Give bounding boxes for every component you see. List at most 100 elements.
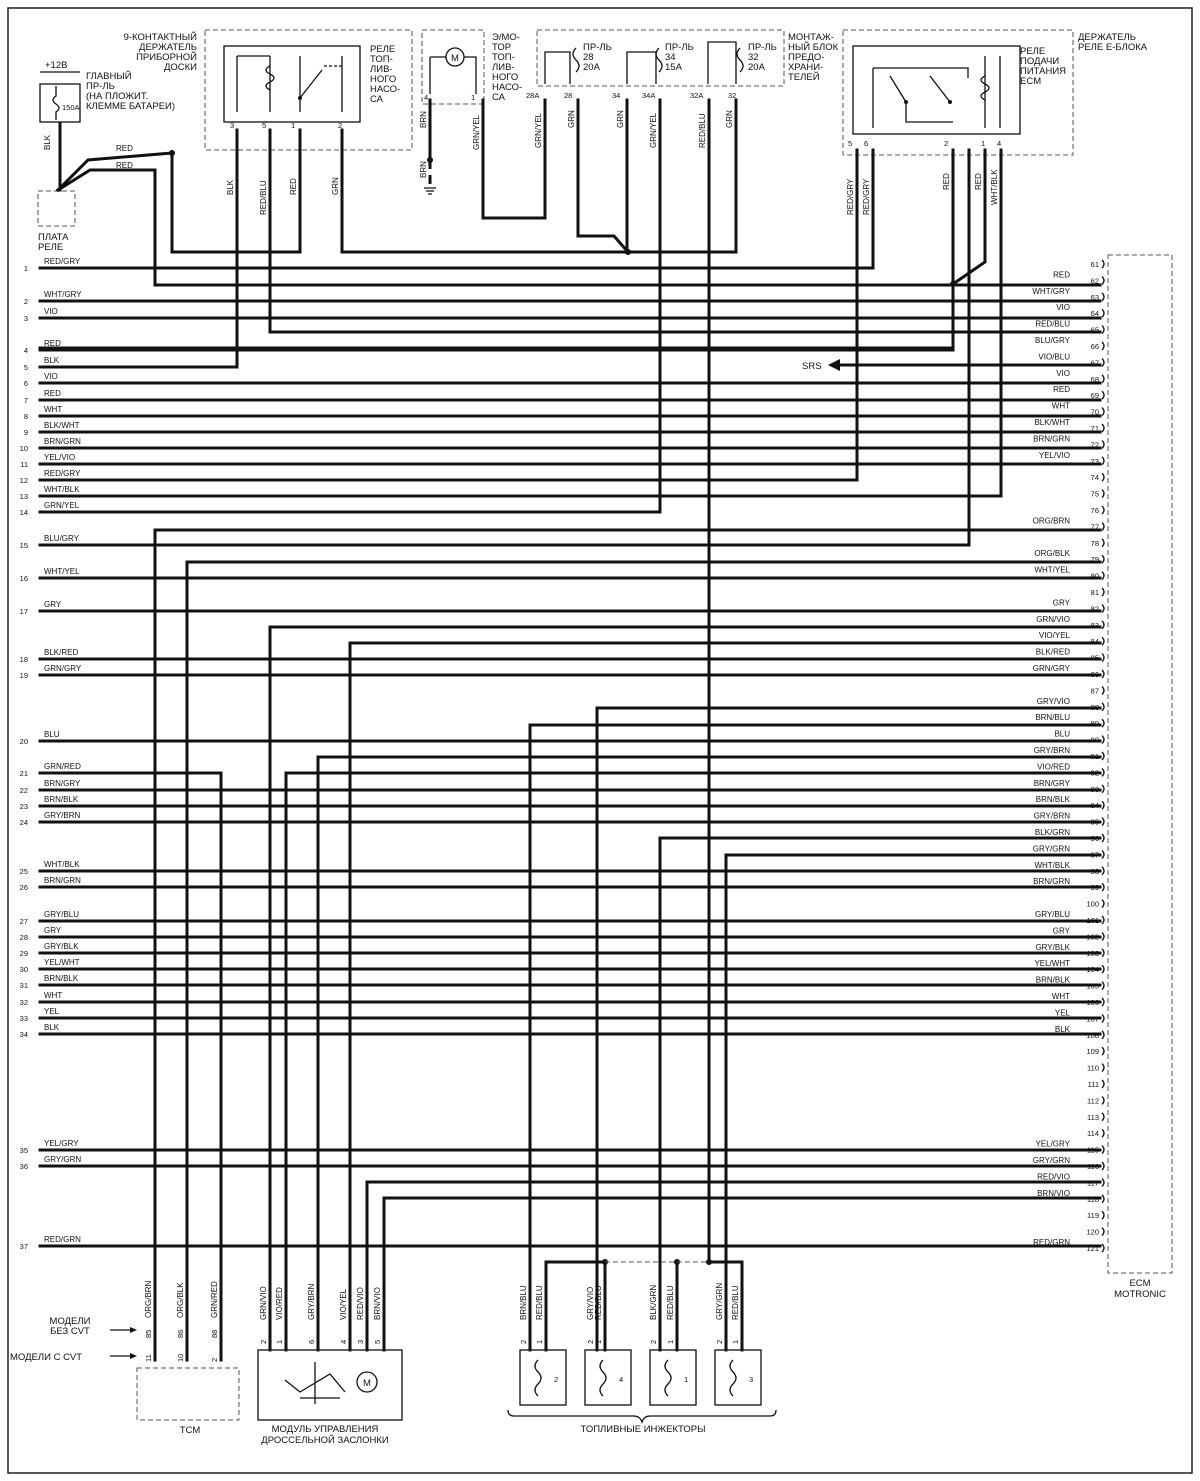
ecm-pin-socket bbox=[1101, 833, 1105, 843]
left-pin-number: 20 bbox=[20, 737, 28, 746]
ecm-pin-number: 93 bbox=[1091, 785, 1099, 794]
left-wire-label: WHT/GRY bbox=[44, 290, 82, 299]
ecm-wire-label: GRY bbox=[1053, 598, 1071, 607]
ecm-wire-label: BLK bbox=[1055, 1025, 1071, 1034]
injector-pin-number: 2 bbox=[519, 1340, 528, 1344]
tcm-pin-11: 11 bbox=[144, 1354, 153, 1362]
ecm-wire-label: WHT/GRY bbox=[1032, 287, 1070, 296]
ecm-pin-socket bbox=[1101, 325, 1105, 335]
left-wire-label: BRN/BLK bbox=[44, 974, 79, 983]
ecm-pin-socket bbox=[1101, 275, 1105, 285]
ecm-pin-number: 88 bbox=[1091, 703, 1099, 712]
left-pin-number: 11 bbox=[20, 460, 28, 469]
ecm-pin-number: 77 bbox=[1091, 522, 1099, 531]
ecm-pin-socket bbox=[1101, 1128, 1105, 1138]
ecm-pin-number: 68 bbox=[1091, 375, 1099, 384]
throttle-pin-number: 1 bbox=[275, 1340, 284, 1344]
left-wire-label: YEL/GRY bbox=[44, 1139, 79, 1148]
ecm-wire-label: GRY/BRN bbox=[1034, 746, 1071, 755]
wire-pump-brn: BRN bbox=[419, 111, 428, 128]
ecm-pin-socket bbox=[1101, 1227, 1105, 1237]
left-wire-label: VIO bbox=[44, 372, 58, 381]
ecm-pin-number: 101 bbox=[1086, 916, 1099, 925]
ecm-wire-label: RED/BLU bbox=[1035, 320, 1070, 329]
relay-pin-2: 2 bbox=[338, 121, 342, 130]
ecm-pin-socket bbox=[1101, 1112, 1105, 1122]
ecm-pin-number: 69 bbox=[1091, 391, 1099, 400]
injector-wire-label: RED/BLU bbox=[666, 1285, 675, 1320]
fuse-pin-28: 28 bbox=[564, 91, 572, 100]
left-pin-number: 26 bbox=[20, 883, 28, 892]
ecm-wire-label: BLU/GRY bbox=[1035, 336, 1071, 345]
ecm-pin-socket bbox=[1101, 603, 1105, 613]
left-pin-number: 14 bbox=[20, 508, 28, 517]
ecm-pin-socket bbox=[1101, 1030, 1105, 1040]
ecm-pin-socket bbox=[1101, 423, 1105, 433]
left-wire-label: GRY/BLU bbox=[44, 910, 79, 919]
throttle-wire-label: RED/VIO bbox=[356, 1287, 365, 1320]
injector-coil bbox=[729, 1359, 737, 1397]
ecm-pin-number: 105 bbox=[1086, 982, 1099, 991]
ecm-pin-socket bbox=[1101, 357, 1105, 367]
left-pin-number: 8 bbox=[24, 412, 28, 421]
ecm-wire-label: GRY/VIO bbox=[1037, 697, 1070, 706]
ecm-pin-number: 108 bbox=[1086, 1031, 1099, 1040]
wire-fuse-1: GRN bbox=[567, 110, 576, 128]
left-wire-label: GRY/BRN bbox=[44, 811, 81, 820]
ecm-wire-label: WHT bbox=[1052, 992, 1070, 1001]
left-wire-label: BRN/GRN bbox=[44, 437, 81, 446]
injector-number: 2 bbox=[554, 1375, 558, 1384]
ecm-wire-label: VIO bbox=[1056, 303, 1070, 312]
ecm-pin-number: 97 bbox=[1091, 850, 1099, 859]
injector-pin-number: 1 bbox=[535, 1340, 544, 1344]
wire-fuse-3: GRN/YEL bbox=[649, 112, 658, 148]
tcm-module: TCM ORG/BRN ORG/BLK GRN/RED 85 86 88 11 … bbox=[10, 1280, 240, 1436]
left-wire-label: GRY/GRN bbox=[44, 1155, 81, 1164]
injector-wire-label: RED/BLU bbox=[594, 1285, 603, 1320]
tcm-pin-2: 2 bbox=[210, 1358, 219, 1362]
ecm-pin-number: 64 bbox=[1091, 309, 1099, 318]
wire-relay-red: RED bbox=[289, 178, 298, 195]
left-wire-label: GRN/YEL bbox=[44, 501, 80, 510]
left-pin-number: 28 bbox=[20, 933, 28, 942]
left-pin-number: 9 bbox=[24, 428, 28, 437]
left-wire-label: BLK/RED bbox=[44, 648, 78, 657]
left-pin-number: 24 bbox=[20, 818, 28, 827]
ecm-wire-label: GRY/BLU bbox=[1035, 910, 1070, 919]
fuel-injector bbox=[519, 1349, 567, 1406]
wire-eb-2: RED bbox=[942, 173, 951, 190]
ecm-pin-socket bbox=[1101, 1194, 1105, 1204]
relay-pin-1: 1 bbox=[291, 121, 295, 130]
ecm-pin-number: 114 bbox=[1087, 1129, 1099, 1138]
ecm-wire-label: BLU bbox=[1054, 730, 1070, 739]
top-feeders: BLK RED RED BLK RED/BLU RED GRN BRN BRN … bbox=[38, 98, 1102, 1264]
eb-pin-5: 5 bbox=[848, 139, 852, 148]
throttle-pin-number: 5 bbox=[373, 1340, 382, 1344]
main-fuse-rating: 150A bbox=[62, 103, 80, 112]
page-border bbox=[7, 7, 1193, 1474]
ecm-pin-number: 86 bbox=[1091, 670, 1099, 679]
wire-pump-brn2: BRN bbox=[419, 161, 428, 178]
ecm-pin-socket bbox=[1101, 439, 1105, 449]
left-wire-label: GRN/GRY bbox=[44, 664, 82, 673]
injector-wire-label: BRN/BLU bbox=[519, 1285, 528, 1320]
ecm-pin-number: 113 bbox=[1087, 1113, 1099, 1122]
srs-label: SRS bbox=[802, 361, 822, 372]
left-wire-label: RED bbox=[44, 339, 61, 348]
ecm-pin-number: 91 bbox=[1091, 752, 1099, 761]
left-wire-label: RED bbox=[44, 389, 61, 398]
ecm-wire-label: VIO bbox=[1056, 369, 1070, 378]
left-pin-number: 37 bbox=[20, 1242, 28, 1251]
left-pin-number: 22 bbox=[20, 786, 28, 795]
injector-pin-number: 1 bbox=[731, 1340, 740, 1344]
tcm-pin-88: 88 bbox=[210, 1330, 219, 1338]
ecm-pin-number: 95 bbox=[1091, 818, 1099, 827]
ecm-wire-label: BLK/WHT bbox=[1034, 418, 1070, 427]
wire-relay-redblu: RED/BLU bbox=[259, 180, 268, 215]
left-pin-number: 15 bbox=[20, 541, 28, 550]
throttle-wire-label: BRN/VIO bbox=[373, 1287, 382, 1320]
ecm-wire-label: VIO/RED bbox=[1037, 762, 1070, 771]
tcm-wire-2: GRN/RED bbox=[210, 1281, 219, 1318]
